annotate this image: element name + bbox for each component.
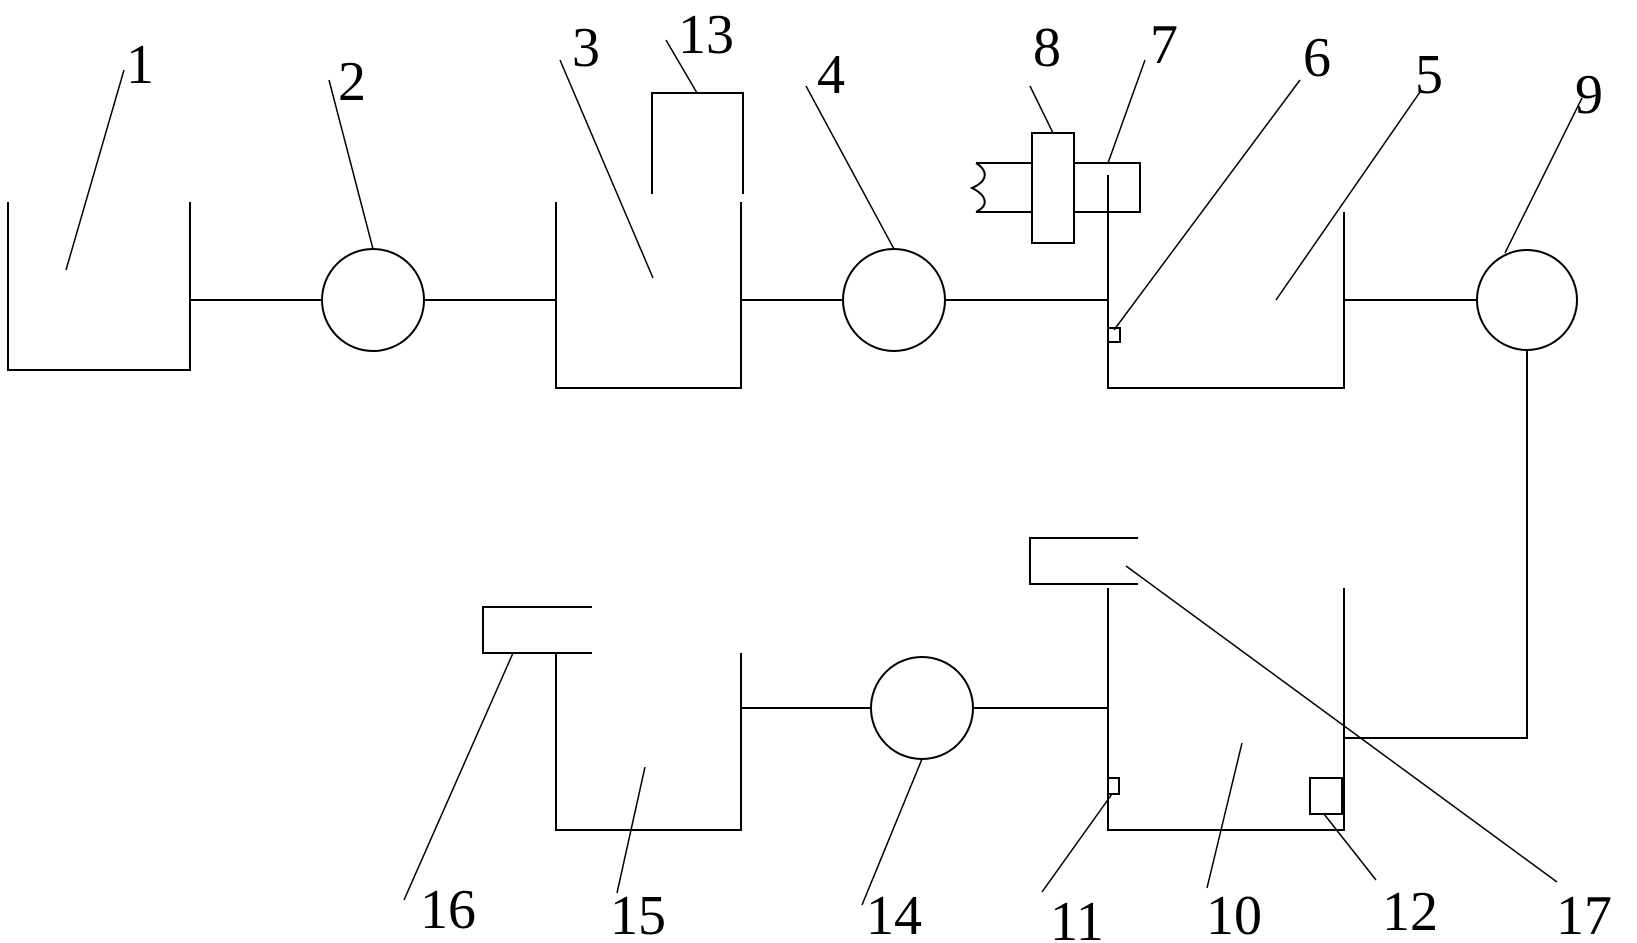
pump-14: [870, 656, 974, 760]
component-8: [1031, 132, 1075, 244]
tank-10: [1107, 588, 1345, 831]
sensor-6: [1107, 327, 1121, 343]
tank-15: [555, 653, 742, 831]
label-3: 3: [572, 17, 600, 79]
label-7: 7: [1150, 14, 1178, 76]
component-16: [482, 606, 592, 654]
label-13: 13: [678, 4, 734, 66]
label-4: 4: [817, 44, 845, 106]
number-labels: 1 2 3 13 4 8 7 6 5 9 16 15 14 11 10 12 1…: [126, 4, 1612, 943]
tank-3: [555, 202, 742, 389]
component-7: [969, 162, 1141, 213]
component-13: [651, 92, 744, 194]
label-12: 12: [1382, 881, 1438, 943]
label-14: 14: [866, 885, 922, 943]
tank-1: [7, 202, 191, 371]
label-9: 9: [1575, 64, 1603, 126]
label-15: 15: [610, 885, 666, 943]
label-2: 2: [338, 51, 366, 113]
label-6: 6: [1303, 27, 1331, 89]
pump-2: [321, 248, 425, 352]
label-1: 1: [126, 34, 154, 96]
label-8: 8: [1033, 17, 1061, 79]
label-5: 5: [1415, 44, 1443, 106]
connecting-pipes: [190, 299, 1528, 739]
label-16: 16: [420, 879, 476, 941]
component-12: [1309, 777, 1343, 815]
leader-lines: [65, 39, 1583, 906]
pump-9: [1476, 249, 1578, 351]
tank-5: [1107, 175, 1345, 389]
label-10: 10: [1206, 885, 1262, 943]
label-17: 17: [1556, 885, 1612, 943]
sensor-11: [1107, 777, 1120, 795]
component-17: [1029, 537, 1138, 585]
pump-4: [842, 248, 946, 352]
label-11: 11: [1050, 891, 1104, 943]
